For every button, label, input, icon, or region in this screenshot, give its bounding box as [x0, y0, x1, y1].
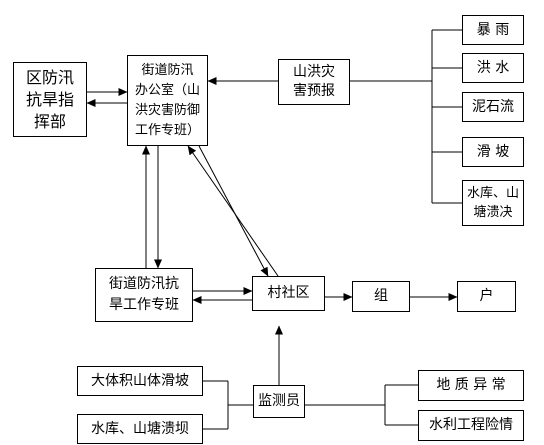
- rainstorm-box: 暴 雨: [462, 15, 524, 45]
- large-landslide-box: 大体积山体滑坡: [77, 366, 203, 396]
- monitor-box: 监测员: [253, 385, 305, 418]
- street-team-box: 街道防汛抗 旱工作专班: [95, 268, 193, 322]
- district-hq-box: 区防汛 抗旱指 挥部: [13, 62, 87, 137]
- dam-break-box: 水库、山 塘溃决: [462, 180, 524, 226]
- geo-anomaly-box: 地 质 异 常: [418, 370, 524, 401]
- debris-flow-box: 泥石流: [462, 92, 524, 122]
- household-box: 户: [457, 281, 516, 312]
- reservoir-break-box: 水库、山塘溃坝: [77, 414, 203, 444]
- flood-box: 洪 水: [462, 53, 524, 83]
- street-office-box: 街道防汛 办公室（山 洪灾害防御 工作专班）: [127, 55, 208, 146]
- flash-flood-warning-box: 山洪灾 害预报: [278, 59, 350, 105]
- village-box: 村社区: [252, 276, 325, 311]
- group-box: 组: [352, 281, 410, 312]
- water-project-danger-box: 水利工程险情: [418, 410, 524, 441]
- landslide-box: 滑 坡: [462, 137, 524, 167]
- arrow-village-to-office: [187, 145, 279, 277]
